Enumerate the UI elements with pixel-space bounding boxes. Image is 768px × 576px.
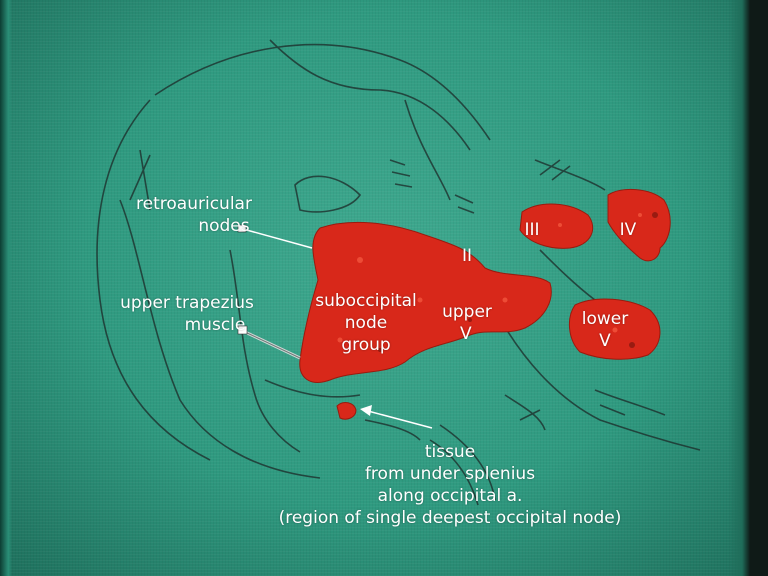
level-iii-label: III [524, 220, 540, 240]
drape-fold-right [728, 0, 768, 576]
deep-tissue-label: tissue from under splenius along occipit… [250, 441, 630, 529]
tissue-label-line4: (region of single deepest occipital node… [278, 508, 622, 528]
drape-fold-left [0, 0, 12, 576]
lower-v-label-line2: V [599, 331, 611, 351]
tissue-label-line3: along occipital a. [377, 486, 523, 506]
level-iii-specimen [519, 203, 593, 249]
suboccipital-node-group-label: suboccipital node group [296, 290, 436, 356]
upper-trapezius-label-line1: upper trapezius [120, 293, 254, 313]
retroauricular-label-line1: retroauricular [136, 194, 252, 214]
specimen-group [299, 188, 671, 420]
upper-v-label-line1: upper [442, 302, 492, 322]
lower-v-label-line1: lower [581, 309, 629, 329]
level-iv-label: IV [619, 220, 637, 240]
marker-sketch [96, 39, 701, 506]
upper-v-label: upper V [432, 301, 502, 345]
upper-trapezius-label-line2: muscle [184, 315, 246, 335]
suboccipital-label-line2: node [344, 313, 388, 333]
tissue-label-line1: tissue [424, 442, 476, 462]
suboccipital-node-group-specimen [299, 221, 552, 383]
upper-v-label-line2: V [460, 324, 472, 344]
suboccipital-label-line3: group [341, 335, 391, 355]
lower-v-label: lower V [570, 308, 640, 352]
level-ii-label: II [461, 246, 473, 266]
retroauricular-nodes-label: retroauricular nodes [118, 193, 270, 237]
retroauricular-label-line2: nodes [198, 216, 250, 236]
annotation-pointers [237, 224, 433, 429]
tissue-fragment-specimen [336, 402, 357, 420]
suboccipital-label-line1: suboccipital [315, 291, 417, 311]
level-iv-specimen [607, 188, 671, 262]
upper-trapezius-muscle-label: upper trapezius muscle [106, 292, 268, 336]
tissue-label-line2: from under splenius [364, 464, 536, 484]
